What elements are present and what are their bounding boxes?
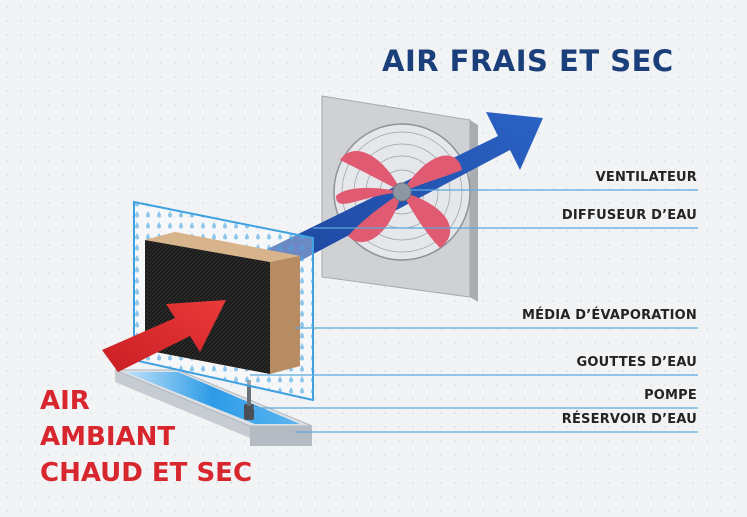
input-air-title: AIR AMBIANT CHAUD ET SEC (40, 383, 252, 491)
input-air-line-1: AIR (40, 386, 90, 416)
label-evaporation-media: MÉDIA D’ÉVAPORATION (522, 308, 697, 323)
input-air-line-3: CHAUD ET SEC (40, 458, 253, 488)
pump-icon (244, 380, 254, 420)
output-air-title: AIR FRAIS ET SEC (382, 44, 674, 78)
label-water-drops: GOUTTES D’EAU (576, 355, 697, 370)
label-water-tank: RÉSERVOIR D’EAU (561, 412, 697, 427)
label-pump: POMPE (644, 388, 697, 403)
input-air-line-2: AMBIANT (40, 422, 176, 452)
label-water-diffuser: DIFFUSEUR D’EAU (561, 208, 697, 223)
fan-icon (336, 150, 462, 248)
leader-lines (250, 189, 698, 433)
water-tank (114, 369, 313, 446)
label-fan: VENTILATEUR (595, 170, 697, 185)
warm-air-arrow (102, 300, 226, 372)
